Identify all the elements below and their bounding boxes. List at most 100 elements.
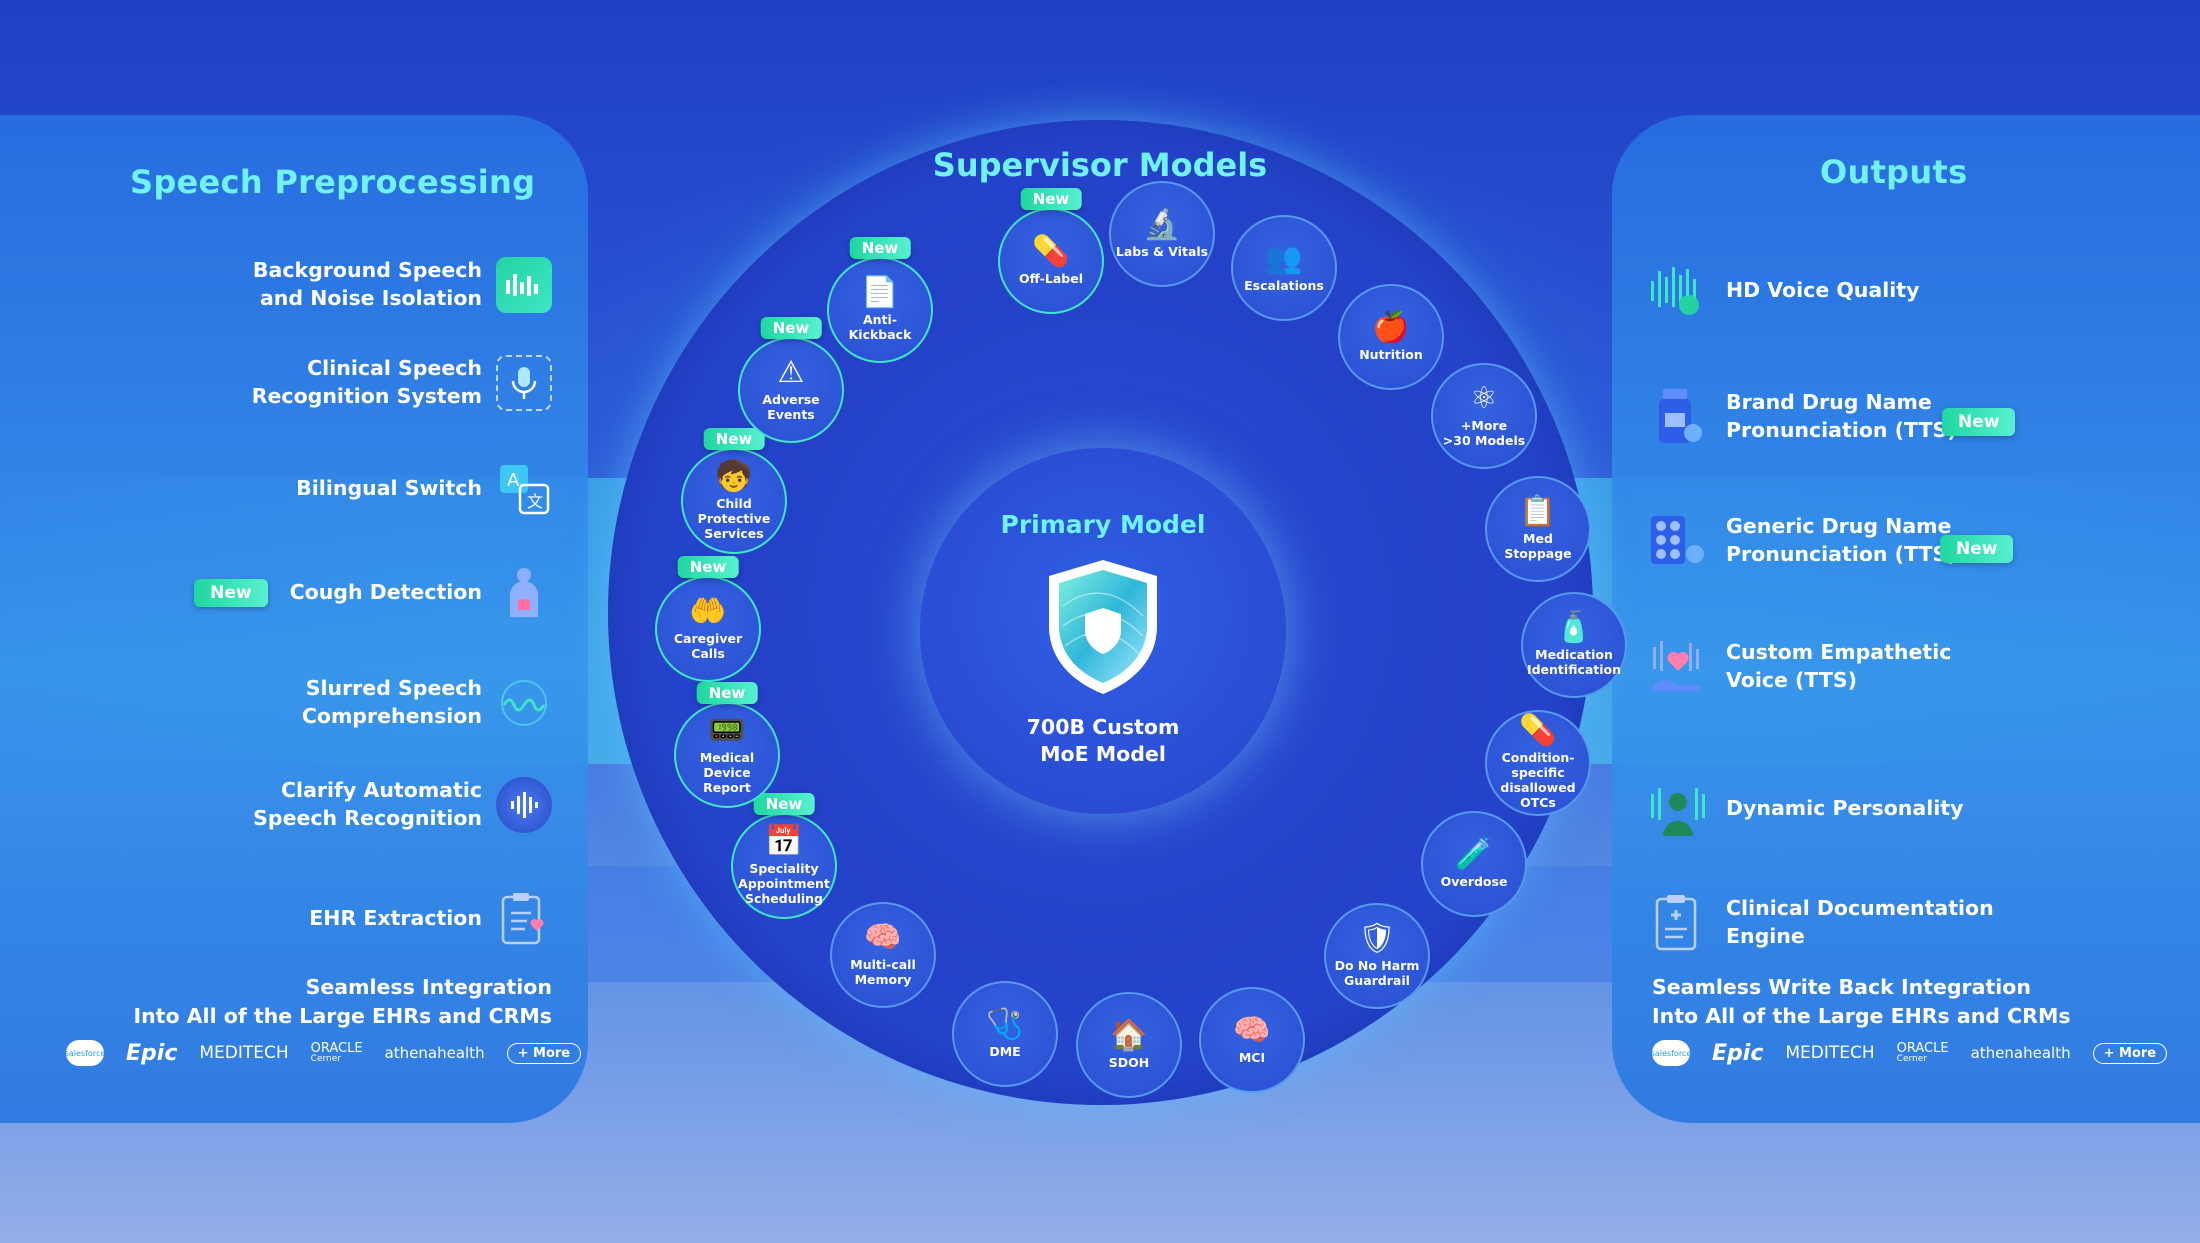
out-item-label: Clinical Documentation Engine — [1726, 896, 1994, 948]
new-badge: New — [703, 428, 765, 450]
pre-item-label: Clarify Automatic Speech Recognition — [253, 778, 482, 830]
out-item-label: Generic Drug Name Pronunciation (TTS) — [1726, 514, 1957, 566]
out-item-label: Custom Empathetic Voice (TTS) — [1726, 640, 1952, 692]
pre-item-clarify-asr: Clarify Automatic Speech Recognition — [253, 777, 552, 833]
svg-text:A: A — [507, 470, 520, 491]
document-shield-icon: 📄 — [861, 275, 899, 310]
pre-item-label: Cough Detection — [289, 580, 482, 605]
new-badge: New — [849, 237, 911, 259]
supervisor-node-nutrition: 🍎Nutrition — [1338, 284, 1444, 390]
pill-pack-icon — [1648, 511, 1708, 571]
supervisor-node-med-stoppage: 📋Med Stoppage — [1485, 476, 1591, 582]
out-item-label: HD Voice Quality — [1726, 278, 1920, 303]
supervisor-node-label: Labs & Vitals — [1115, 243, 1209, 259]
out-item-generic-drug: Generic Drug Name Pronunciation (TTS) — [1648, 511, 1957, 571]
new-badge: New — [753, 793, 815, 815]
pill-bottle-icon: 💊 — [1032, 233, 1070, 269]
lungs-icon — [496, 565, 552, 621]
primary-model-title: Primary Model — [1000, 510, 1206, 539]
supervisor-node-label: Do No Harm Guardrail — [1334, 958, 1420, 988]
supervisor-node-label: Anti-Kickback — [848, 312, 912, 342]
pre-item-slurred: Slurred Speech Comprehension — [302, 675, 552, 731]
shield-check-icon: 🛡 — [1357, 921, 1397, 956]
caring-hands-icon: 🤲 — [689, 594, 727, 629]
supervisor-node-more-30-models: ⚛+More >30 Models — [1431, 363, 1537, 469]
audio-circle-icon — [496, 777, 552, 833]
outputs-panel: Outputs HD Voice Quality Brand Drug Name… — [1612, 115, 2200, 1123]
supervisor-node-label: SDOH — [1108, 1054, 1150, 1070]
meditech-logo: MEDITECH — [199, 1043, 289, 1063]
wave-icon — [496, 675, 552, 731]
house-icon: 🏠 — [1110, 1017, 1148, 1053]
new-badge: New — [1940, 535, 2014, 563]
epic-logo: Epic — [126, 1040, 178, 1066]
supervisor-node-label: Escalations — [1244, 277, 1324, 293]
shield-logo-icon — [1043, 556, 1163, 698]
supervisor-node-label: Caregiver Calls — [673, 631, 743, 661]
supervisor-node-anti-kickback: New 📄Anti-Kickback — [827, 237, 933, 363]
clipboard-icon — [1648, 893, 1708, 953]
primary-model-description: 700B Custom MoE Model — [1026, 715, 1180, 766]
epic-logo: Epic — [1712, 1040, 1764, 1066]
atom-icon: ⚛ — [1470, 381, 1498, 416]
new-badge: New — [696, 682, 758, 704]
supervisor-node-label: Nutrition — [1359, 346, 1423, 362]
out-item-hd-voice: HD Voice Quality — [1648, 261, 1919, 321]
supervisor-node-condition-specific-disallowed-otcs: 💊Condition- specific disallowed OTCs — [1485, 710, 1591, 816]
speech-preprocessing-panel: Speech Preprocessing Background Speech a… — [0, 115, 588, 1123]
supervisor-node-label: MCI — [1238, 1049, 1266, 1065]
supervisor-node-label: +More >30 Models — [1442, 418, 1526, 448]
hand-heart-icon — [1648, 637, 1708, 697]
supervisor-node-mci: 🧠MCI — [1199, 987, 1305, 1093]
more-partners-button[interactable]: + More — [506, 1042, 582, 1064]
supervisor-node-sdoh: 🏠SDOH — [1076, 992, 1182, 1098]
pill-bottle-icon — [1648, 387, 1708, 447]
checklist-apple-icon: 🍎 — [1372, 309, 1410, 345]
pre-item-label: EHR Extraction — [309, 906, 482, 931]
supervisor-node-label: Off-Label — [1018, 270, 1084, 286]
supervisor-node-label: DME — [989, 1043, 1021, 1059]
supervisor-node-adverse-events: New⚠Adverse Events — [738, 317, 844, 443]
supervisor-node-escalations: 👥Escalations — [1231, 215, 1337, 321]
device-icon: 📟 — [708, 712, 746, 748]
supervisor-node-multi-call-memory: 🧠Multi-call Memory — [830, 902, 936, 1008]
pre-item-label: Clinical Speech Recognition System — [251, 356, 482, 408]
athenahealth-logo: athenahealth — [1970, 1044, 2071, 1062]
supervisor-models-title: Supervisor Models — [932, 146, 1268, 184]
pre-item-cough: New Cough Detection — [194, 565, 552, 621]
supervisor-node-overdose: 🧪Overdose — [1421, 811, 1527, 917]
write-back-integration-text: Seamless Write Back Integration Into All… — [1652, 975, 2071, 1028]
outputs-title: Outputs — [1820, 153, 1968, 191]
svg-text:文: 文 — [527, 492, 543, 511]
supervisor-node-medical-device-report: New 📟Medical Device Report — [674, 682, 780, 808]
supervisor-node-label: Medication Identification — [1526, 647, 1622, 677]
people-group-icon: 👥 — [1265, 240, 1303, 276]
child-icon: 🧒 — [715, 458, 753, 494]
stethoscope-heart-icon: 🩺 — [986, 1006, 1024, 1042]
microscope-icon: 🔬 — [1143, 206, 1181, 242]
prescription-icon: 📋 — [1519, 494, 1557, 529]
supervisor-node-label: Overdose — [1440, 873, 1508, 889]
pre-item-ehr-extraction: EHR Extraction — [309, 891, 552, 947]
out-item-clinical-documentation: Clinical Documentation Engine — [1648, 893, 1994, 953]
pre-item-label: Slurred Speech Comprehension — [301, 676, 482, 728]
sound-bars-icon — [496, 257, 552, 313]
supervisor-node-label: Med Stoppage — [1504, 531, 1572, 561]
out-item-label: Brand Drug Name Pronunciation (TTS) — [1726, 390, 1957, 442]
pill-jar-icon: 🧪 — [1455, 836, 1493, 872]
more-partners-button[interactable]: + More — [2092, 1042, 2168, 1064]
supervisor-node-label: Medical Device Report — [699, 749, 755, 795]
supervisor-node-label: Speciality Appointment Scheduling — [738, 860, 830, 906]
supervisor-node-medication-identification: 🧴Medication Identification — [1521, 592, 1627, 698]
supervisor-node-do-no-harm-guardrail: 🛡Do No Harm Guardrail — [1324, 903, 1430, 1009]
new-badge: New — [194, 579, 268, 607]
out-item-empathetic-voice: Custom Empathetic Voice (TTS) — [1648, 637, 1951, 697]
pre-item-label: Background Speech and Noise Isolation — [252, 258, 482, 310]
athenahealth-logo: athenahealth — [384, 1044, 485, 1062]
ehr-integration-text: Seamless Integration Into All of the Lar… — [133, 975, 552, 1028]
calendar-icon: 📅 — [765, 823, 803, 859]
